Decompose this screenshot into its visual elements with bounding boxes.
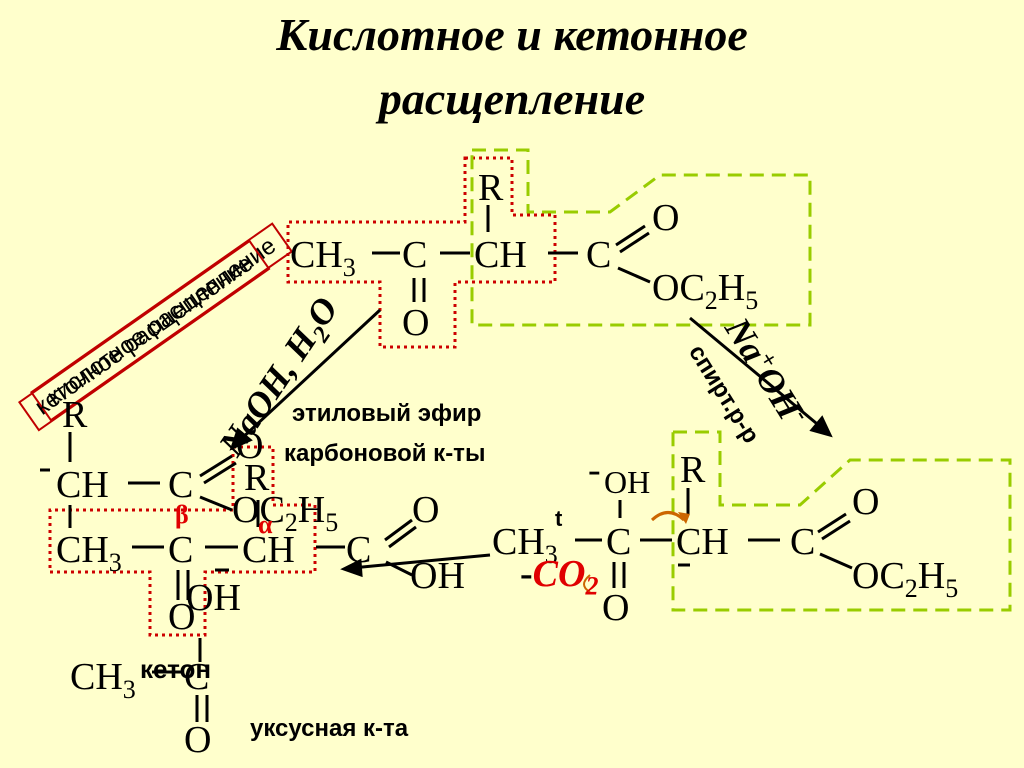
left-o-top: O [236,425,264,467]
acetic-c: C [184,656,210,698]
left-ch-mid: CH [242,529,295,571]
left-r: R [62,394,88,436]
top-c1: C [402,234,428,276]
left-o-acid: O [412,489,440,531]
right-oc2h5: OC2H5 [852,555,959,603]
left-c-mid: C [168,529,194,571]
acetic-ch3: CH3 [70,656,136,704]
acetic-o: O [184,719,212,761]
left-r2: R [244,457,270,499]
temperature-label: t [555,506,563,531]
ketone-label: кетон [140,654,212,684]
top-o-ketone: O [402,302,430,344]
right-c: C [606,521,632,563]
top-r: R [478,167,504,209]
ketone-cleavage-label: кетонное расщепление [18,239,271,432]
left-oh-acid: OH [410,555,465,597]
curved-arrow-electron [650,511,686,522]
left-o-bottom: O [168,596,196,638]
right-ch3: CH3 [492,521,558,569]
page-title-line2: расщепление [378,73,646,124]
ester-label-line1: этиловый эфир [292,400,482,427]
alpha-label: α [258,510,273,539]
decarboxylation-label: -CO2 [520,553,599,601]
top-c2: C [586,234,612,276]
top-ch: CH [474,234,527,276]
page-title-line1: Кислотное и кетонное [276,9,748,60]
right-r: R [680,449,706,491]
beta-label: β [175,500,189,529]
right-oh: OH [604,464,651,500]
ester-label-line2: карбоновой к-ты [284,440,486,467]
right-minus: - [588,449,601,491]
left-c-acid: C [346,529,372,571]
left-oc2h5: OC2H5 [232,489,339,537]
acetic-acid-label: уксусная к-та [250,715,409,742]
left-oh: OH [186,577,241,619]
left-ch: CH [56,464,109,506]
right-o-carbonyl: O [852,481,880,523]
right-ch: CH [676,521,729,563]
top-ch3: CH3 [290,234,356,282]
right-c2: C [790,521,816,563]
left-ch3: CH3 [56,529,122,577]
top-o-carbonyl: O [652,197,680,239]
right-o-ketone: O [602,587,630,629]
top-oc2h5: OC2H5 [652,267,759,315]
left-c: C [168,464,194,506]
